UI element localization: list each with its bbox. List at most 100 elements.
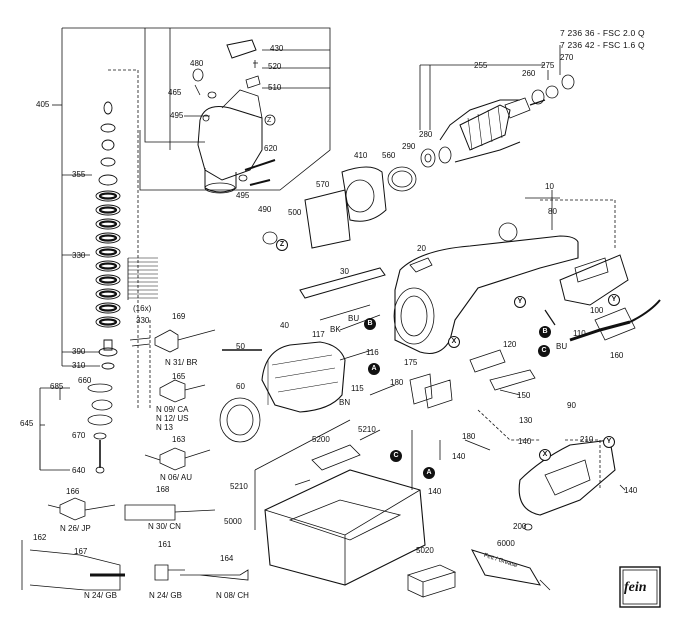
callout-330-a: 330 <box>72 251 86 260</box>
callout-640: 640 <box>72 466 86 475</box>
callout-255: 255 <box>474 61 488 70</box>
model-variant-1: 7 236 36 - FSC 2.0 Q <box>560 28 645 38</box>
plug-caption-n06: N 06/ AU <box>160 473 193 482</box>
callout-200: 200 <box>513 522 527 531</box>
fein-logo-text: fein <box>624 580 647 595</box>
callout-330-b: 330 <box>136 316 150 325</box>
callout-660: 660 <box>78 376 92 385</box>
marker-b-board: B <box>539 326 551 338</box>
callout-30: 30 <box>340 267 349 276</box>
callout-5200: 5200 <box>312 435 330 444</box>
plug-caption-n13: N 13 <box>156 423 173 432</box>
callout-495-b: 495 <box>236 191 250 200</box>
marker-x-housing: X <box>448 336 460 348</box>
marker-a-motor: A <box>368 363 380 375</box>
wire-label-bn: BN <box>339 398 351 407</box>
callout-390: 390 <box>72 347 86 356</box>
callout-260: 260 <box>522 69 536 78</box>
marker-c-board: C <box>538 345 550 357</box>
plug-caption-n24-b: N 24/ GB <box>149 591 182 600</box>
callout-560: 560 <box>382 151 396 160</box>
callout-180-a: 180 <box>390 378 404 387</box>
callout-410: 410 <box>354 151 368 160</box>
callout-140-b: 140 <box>452 452 466 461</box>
marker-y-housing: Y <box>514 296 526 308</box>
marker-b-motor: B <box>364 318 376 330</box>
callout-16x: (16x) <box>133 304 152 313</box>
plug-caption-n09: N 09/ CA <box>156 405 189 414</box>
marker-z-bolt: Z <box>276 239 288 251</box>
callout-117: 117 <box>312 330 325 339</box>
callout-570: 570 <box>316 180 330 189</box>
callout-10: 10 <box>545 182 554 191</box>
callout-169: 169 <box>172 312 186 321</box>
callout-130: 130 <box>519 416 533 425</box>
callout-120: 120 <box>503 340 517 349</box>
callout-110: 110 <box>573 329 586 338</box>
callout-80: 80 <box>548 207 557 216</box>
callout-20: 20 <box>417 244 426 253</box>
callout-140-c: 140 <box>428 487 442 496</box>
callout-620: 620 <box>264 144 278 153</box>
callout-5210-a: 5210 <box>358 425 376 434</box>
marker-y-board: Y <box>608 294 620 306</box>
callout-5000: 5000 <box>224 517 242 526</box>
svg-text:Z: Z <box>267 117 272 124</box>
callout-270: 270 <box>560 53 574 62</box>
callout-50: 50 <box>236 342 245 351</box>
callout-5210-b: 5210 <box>230 482 248 491</box>
callout-510: 510 <box>268 83 282 92</box>
callout-168: 168 <box>156 485 170 494</box>
callout-90: 90 <box>567 401 576 410</box>
callout-355: 355 <box>72 170 86 179</box>
wire-label-bu-b: BU <box>556 342 568 351</box>
plug-caption-n08: N 08/ CH <box>216 591 249 600</box>
callout-140-d: 140 <box>624 486 638 495</box>
callout-175: 175 <box>404 358 418 367</box>
callout-160: 160 <box>610 351 624 360</box>
callout-150: 150 <box>517 391 531 400</box>
callout-165: 165 <box>172 372 186 381</box>
marker-a-switch: A <box>423 467 435 479</box>
marker-x-cover: X <box>539 449 551 461</box>
callout-166: 166 <box>66 487 80 496</box>
callout-500: 500 <box>288 208 302 217</box>
callout-210: 210 <box>580 435 594 444</box>
wire-label-bk: BK <box>330 325 341 334</box>
callout-430: 430 <box>270 44 284 53</box>
marker-c-switch: C <box>390 450 402 462</box>
callout-405: 405 <box>36 100 50 109</box>
callout-480: 480 <box>190 59 204 68</box>
callout-6000: 6000 <box>497 539 515 548</box>
callout-490: 490 <box>258 205 272 214</box>
plug-caption-n30: N 30/ CN <box>148 522 181 531</box>
plug-caption-n24-a: N 24/ GB <box>84 591 117 600</box>
plug-caption-n12: N 12/ US <box>156 414 189 423</box>
callout-116: 116 <box>366 348 379 357</box>
model-variant-2: 7 236 42 - FSC 1.6 Q <box>560 40 645 50</box>
callout-465: 465 <box>168 88 182 97</box>
callout-140-a: 140 <box>518 437 532 446</box>
callout-310: 310 <box>72 361 86 370</box>
marker-y-cover: Y <box>603 436 615 448</box>
callout-162: 162 <box>33 533 47 542</box>
callout-115: 115 <box>351 384 364 393</box>
callout-280: 280 <box>419 130 433 139</box>
callout-495-a: 495 <box>170 111 184 120</box>
callout-520: 520 <box>268 62 282 71</box>
callout-645: 645 <box>20 419 34 428</box>
callout-685: 685 <box>50 382 64 391</box>
callout-180-b: 180 <box>462 432 476 441</box>
callout-100: 100 <box>590 306 604 315</box>
callout-163: 163 <box>172 435 186 444</box>
wire-label-bu-a: BU <box>348 314 360 323</box>
callout-670: 670 <box>72 431 86 440</box>
callout-164: 164 <box>220 554 234 563</box>
callout-5020: 5020 <box>416 546 434 555</box>
callout-40: 40 <box>280 321 289 330</box>
fein-logo: fein <box>620 567 660 607</box>
plug-caption-n31: N 31/ BR <box>165 358 198 367</box>
callout-275: 275 <box>541 61 555 70</box>
